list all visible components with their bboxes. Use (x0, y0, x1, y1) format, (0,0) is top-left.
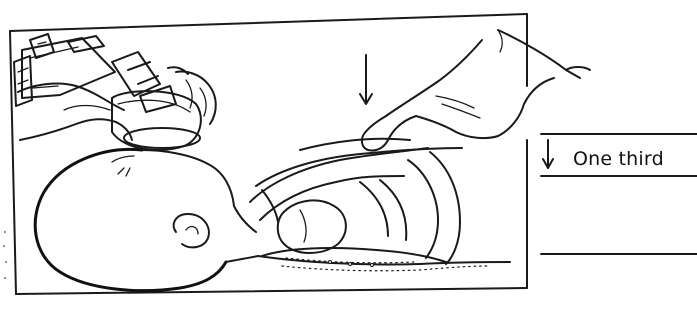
bag-valve-mask-device (14, 34, 201, 150)
illustration-frame (10, 14, 527, 294)
chest-cutaway-anatomy (250, 148, 490, 271)
hand-holding-mask (18, 67, 216, 140)
one-third-label: One third (573, 150, 664, 169)
compression-direction-arrow (360, 55, 372, 104)
compressing-hand (362, 30, 590, 151)
scan-edge-specks (3, 231, 7, 279)
